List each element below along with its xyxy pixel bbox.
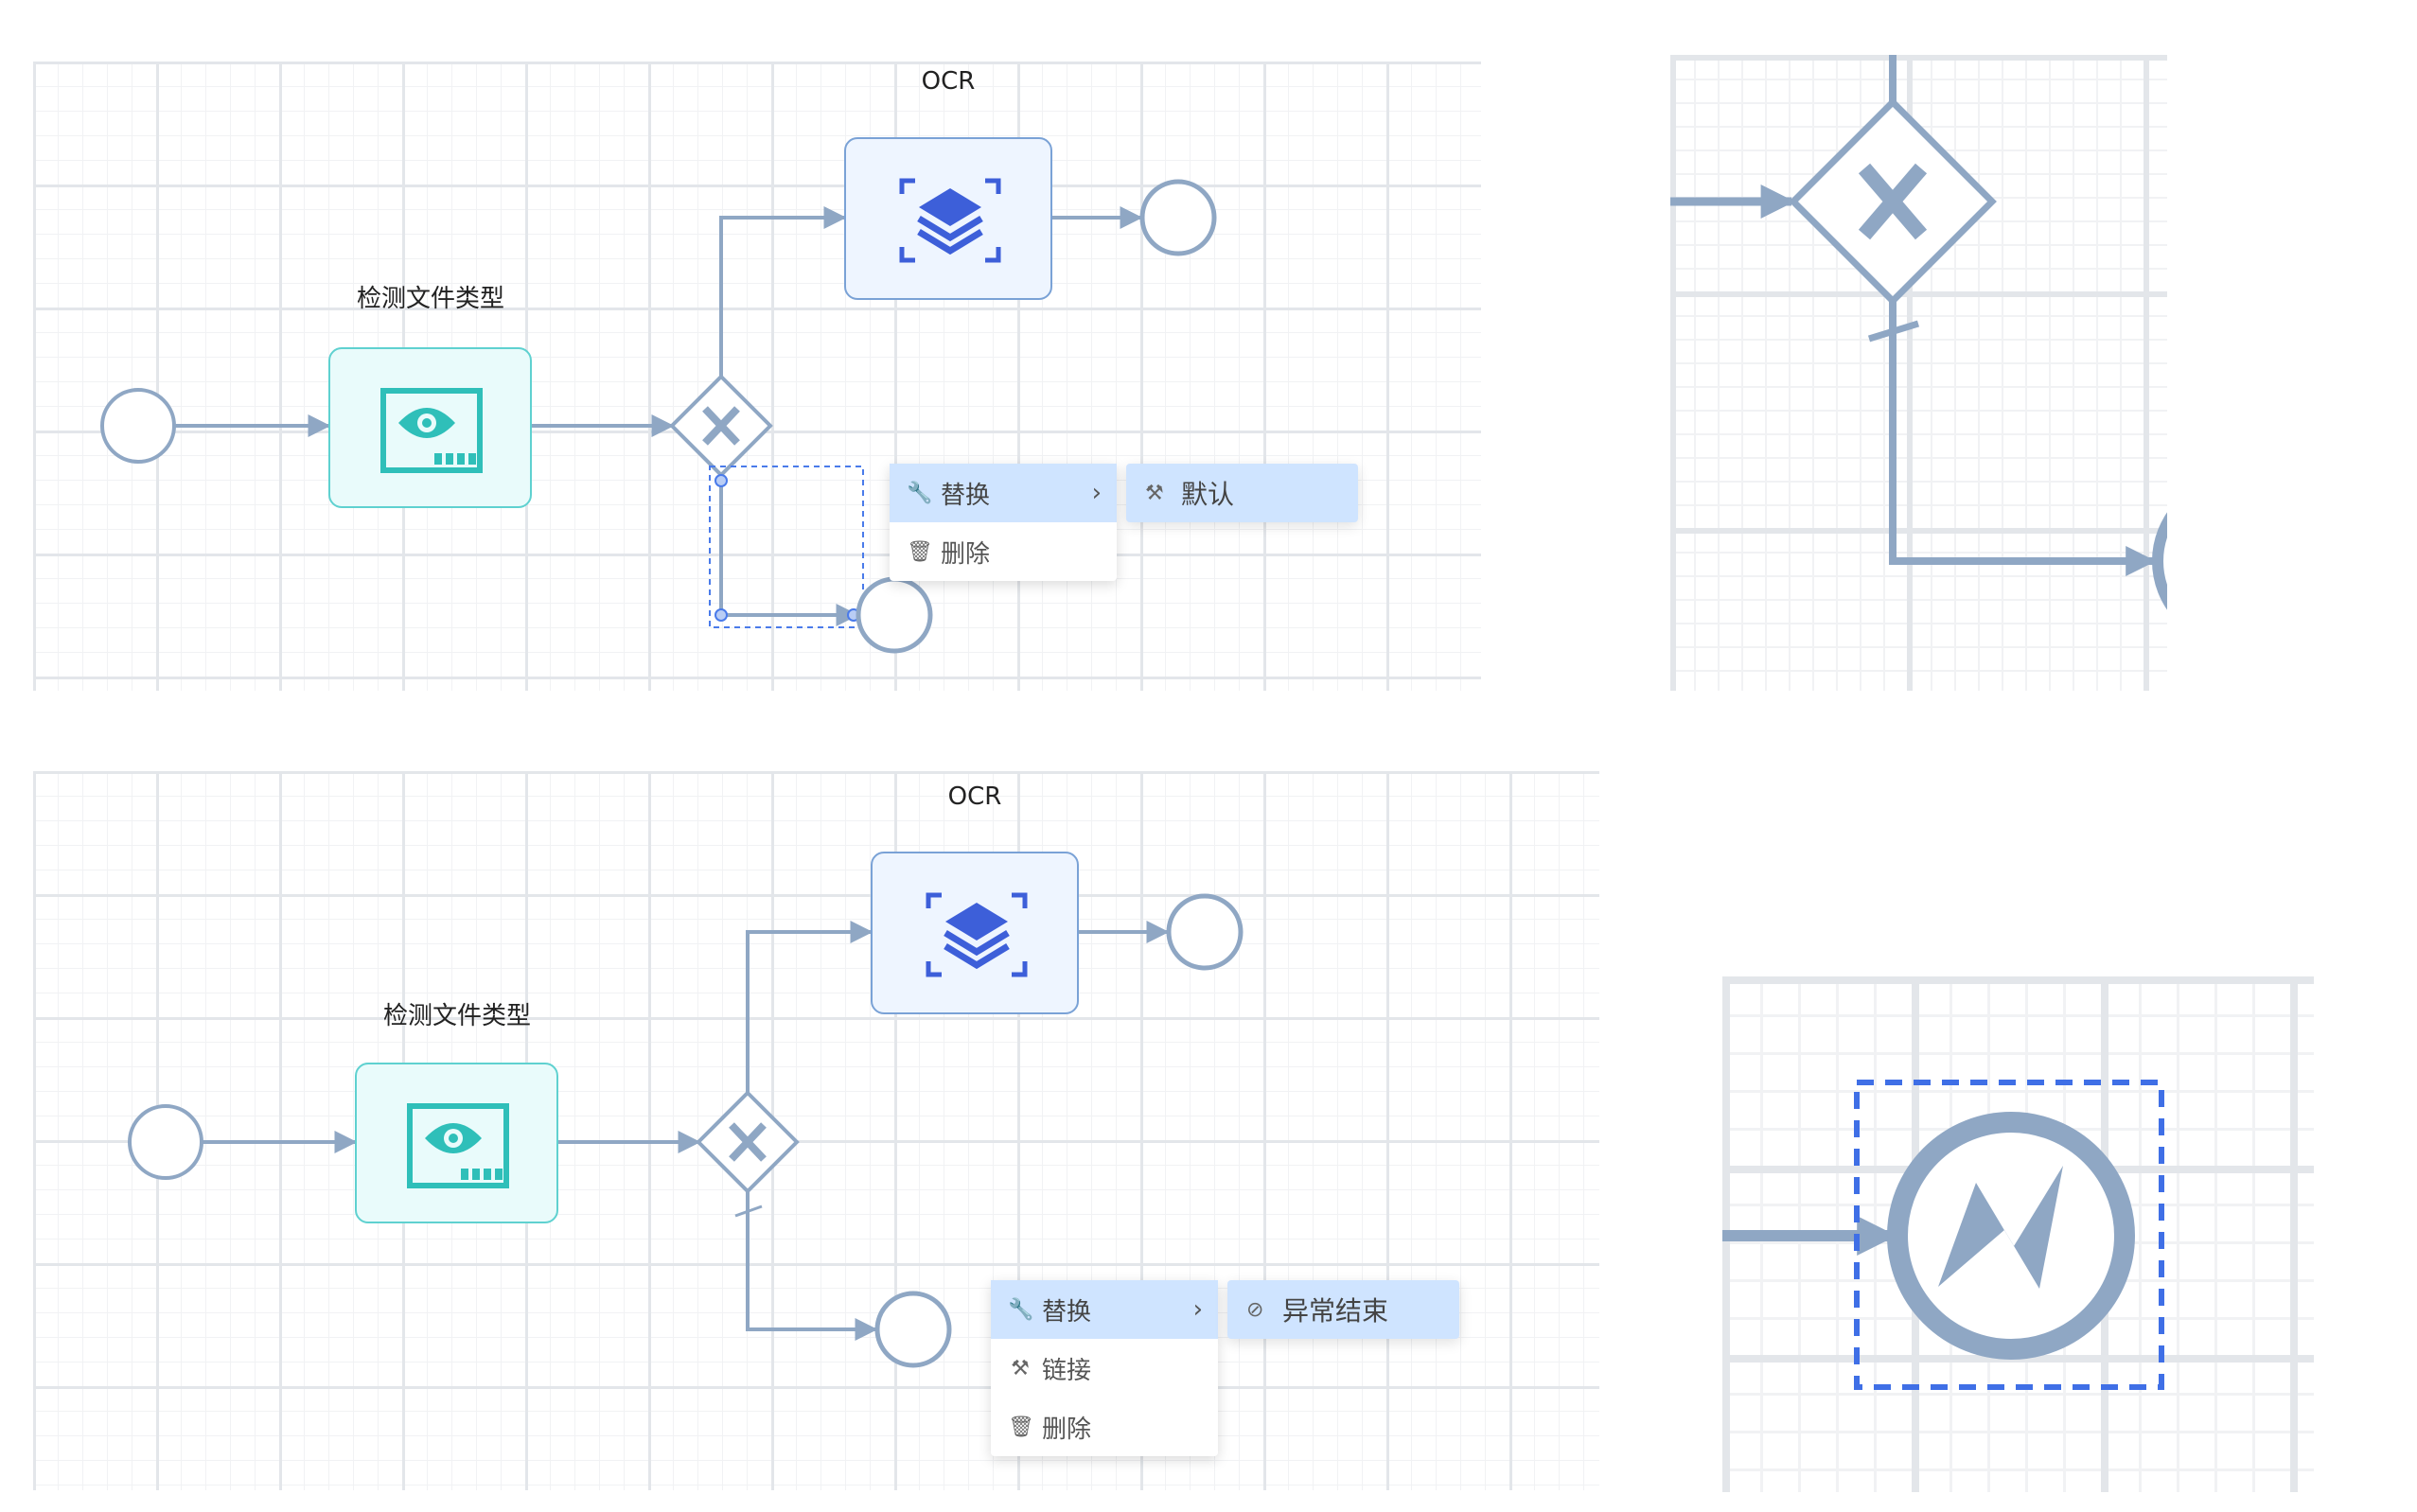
menu-item-label: 删除	[941, 539, 991, 569]
lightning-error-icon	[1938, 1166, 2063, 1289]
diagram-canvas-2[interactable]: OCR 检测文件类型 🔧 替换 › ⚒ 链接	[33, 771, 1599, 1490]
default-sequence-flow[interactable]	[746, 1191, 878, 1341]
submenu-item-error-end[interactable]: ⊘ 异常结束	[1227, 1280, 1459, 1339]
trash-icon: 🗑	[907, 539, 933, 564]
sequence-flow[interactable]	[746, 921, 873, 1093]
end-event[interactable]	[1139, 179, 1217, 256]
diagram-edges-2	[128, 893, 1244, 1368]
context-menu: 🔧 替换 › 🗑 删除	[890, 464, 1117, 581]
menu-item-label: 删除	[1042, 1415, 1092, 1444]
gateway-x-icon	[1858, 163, 1928, 240]
layers-scan-icon	[926, 892, 1028, 977]
task-label-ocr: OCR	[921, 67, 976, 96]
sequence-flow[interactable]	[719, 206, 847, 377]
diagram-canvas-1[interactable]: OCR 检测文件类型 🔧 替换 › 🗑 删除	[33, 62, 1481, 691]
default-sequence-flow[interactable]	[719, 475, 859, 626]
chevron-right-icon: ›	[1192, 1295, 1203, 1324]
zoom-gateway-view	[1670, 55, 2167, 691]
zoom-error-end-edges	[1722, 1080, 2164, 1390]
zoom-error-end-view	[1722, 976, 2314, 1492]
submenu-item-label: 默认	[1181, 479, 1235, 510]
submenu-item-default[interactable]: ⚒ 默认	[1126, 464, 1358, 522]
start-event[interactable]	[100, 388, 176, 464]
menu-item-delete[interactable]: 🗑 删除	[890, 522, 1117, 581]
error-end-event	[1887, 1112, 2135, 1360]
task-ocr[interactable]	[844, 137, 1052, 300]
submenu-item-label: 异常结束	[1282, 1295, 1389, 1327]
menu-item-replace[interactable]: 🔧 替换 ›	[890, 464, 1117, 522]
task-label-ocr: OCR	[947, 782, 1002, 811]
menu-item-link[interactable]: ⚒ 链接	[991, 1339, 1218, 1398]
context-menu: 🔧 替换 › ⚒ 链接 🗑 删除	[991, 1280, 1218, 1456]
layers-scan-icon	[899, 178, 1001, 263]
trash-icon: 🗑	[1008, 1415, 1034, 1439]
menu-item-label: 链接	[1042, 1356, 1092, 1385]
selection-box	[1854, 1080, 2164, 1390]
menu-item-replace[interactable]: 🔧 替换 ›	[991, 1280, 1218, 1339]
end-event[interactable]	[1166, 893, 1244, 971]
diagram-edges-1	[100, 179, 1217, 654]
zoom-gateway-edges	[1670, 55, 2167, 610]
task-label-detect: 检测文件类型	[382, 1002, 532, 1030]
wrench-icon: 🔧	[1008, 1297, 1034, 1322]
default-flow-marker	[1867, 320, 1920, 343]
eye-monitor-icon	[407, 1103, 509, 1188]
start-event[interactable]	[128, 1104, 203, 1180]
default-sequence-flow	[1889, 301, 2157, 576]
menu-item-delete[interactable]: 🗑 删除	[991, 1398, 1218, 1456]
default-flow-icon: ⚒	[1145, 481, 1164, 505]
eye-monitor-icon	[380, 388, 483, 473]
menu-item-label: 替换	[1042, 1297, 1092, 1327]
gateway-x-icon	[729, 1122, 767, 1162]
end-event[interactable]	[874, 1291, 952, 1368]
menu-item-label: 替换	[941, 481, 991, 510]
link-icon: ⚒	[1011, 1356, 1030, 1380]
task-detect-file-type[interactable]	[328, 347, 532, 508]
end-event[interactable]	[856, 576, 933, 654]
waypoint-handle[interactable]	[715, 474, 728, 487]
wrench-icon: 🔧	[907, 481, 933, 505]
waypoint-handle[interactable]	[715, 608, 728, 622]
gateway-x-icon	[702, 406, 740, 446]
end-event	[2152, 512, 2167, 610]
chevron-right-icon: ›	[1091, 479, 1102, 507]
selection-box	[709, 466, 864, 628]
default-flow-marker	[734, 1204, 763, 1218]
task-detect-file-type[interactable]	[355, 1063, 558, 1223]
task-ocr[interactable]	[871, 852, 1079, 1014]
task-label-detect: 检测文件类型	[356, 285, 505, 313]
error-end-icon: ⊘	[1246, 1297, 1264, 1322]
